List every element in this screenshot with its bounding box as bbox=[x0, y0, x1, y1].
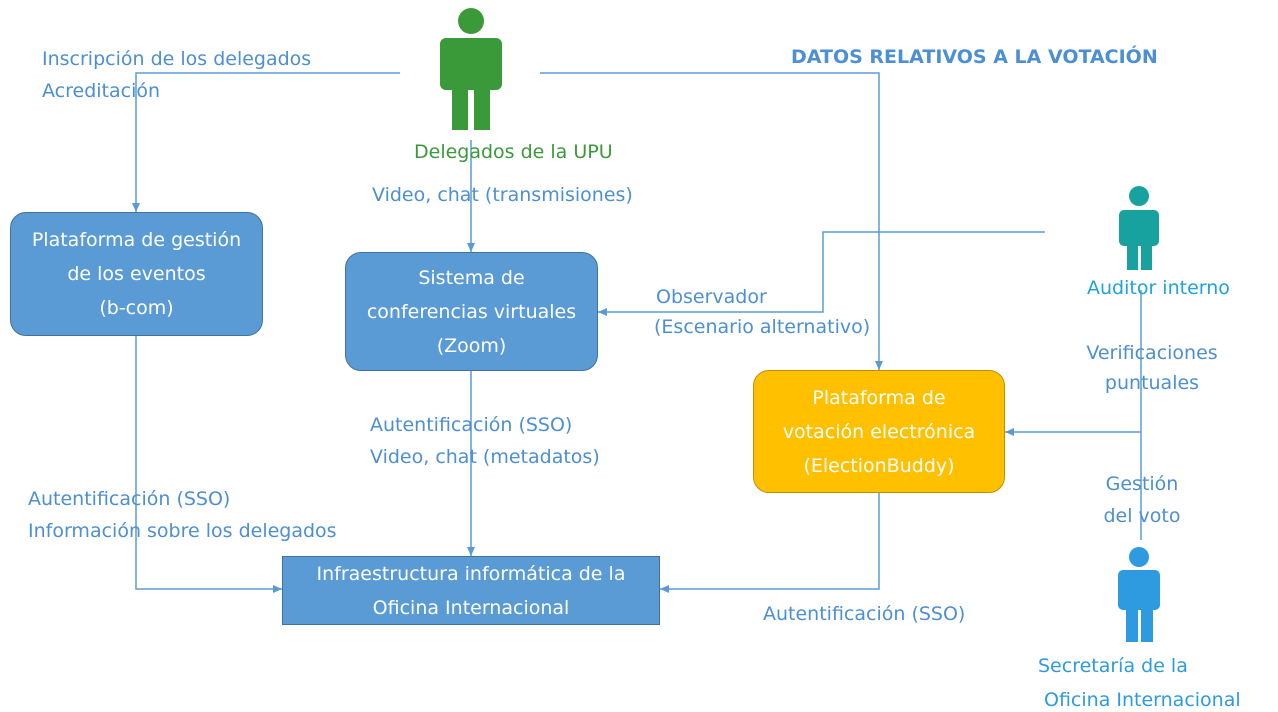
connector-bcom-infra bbox=[135, 336, 282, 593]
person-icon bbox=[440, 8, 502, 130]
box-zoom: Sistema de conferencias virtuales (Zoom) bbox=[345, 252, 598, 371]
diagram-title: DATOS RELATIVOS A LA VOTACIÓN bbox=[791, 46, 1158, 68]
actor-delegados-name: Delegados de la UPU bbox=[414, 141, 613, 163]
box-bcom-label: Plataforma de gestión de los eventos (b-… bbox=[31, 229, 242, 319]
label-auth-election: Autentificación (SSO) bbox=[763, 603, 966, 625]
actor-secretaria-name-line1: Secretaría de la bbox=[1038, 655, 1188, 677]
person-icon bbox=[1118, 547, 1160, 642]
label-auth-zoom: Autentificación (SSO) bbox=[370, 414, 573, 436]
person-icon bbox=[1119, 186, 1159, 270]
label-info-delegados: Información sobre los delegados bbox=[28, 520, 337, 542]
actor-auditor-name: Auditor interno bbox=[1087, 277, 1230, 299]
label-gestion: Gestión bbox=[1105, 473, 1179, 495]
label-del-voto: del voto bbox=[1103, 505, 1181, 527]
box-election-label: Plataforma de votación electrónica (Elec… bbox=[782, 386, 976, 477]
connector-auditor-zoom bbox=[598, 231, 1045, 316]
label-acreditacion: Acreditación bbox=[42, 80, 161, 102]
label-video-metadatos: Video, chat (metadatos) bbox=[370, 446, 600, 468]
box-election: Plataforma de votación electrónica (Elec… bbox=[753, 370, 1005, 493]
connector-delegates-election bbox=[540, 72, 883, 370]
label-video-transmisiones: Video, chat (transmisiones) bbox=[372, 184, 633, 206]
label-puntuales: puntuales bbox=[1104, 372, 1200, 394]
connector-election-infra bbox=[660, 493, 880, 593]
actor-secretaria-name-line2: Oficina Internacional bbox=[1044, 689, 1241, 711]
box-zoom-label: Sistema de conferencias virtuales (Zoom) bbox=[366, 266, 577, 357]
connector-delegates-bcom bbox=[132, 72, 400, 212]
box-infra: Infraestructura informática de la Oficin… bbox=[282, 556, 660, 625]
label-auth-bcom: Autentificación (SSO) bbox=[28, 488, 231, 510]
box-bcom: Plataforma de gestión de los eventos (b-… bbox=[10, 212, 263, 336]
box-infra-label: Infraestructura informática de la Oficin… bbox=[316, 562, 626, 619]
label-escenario: (Escenario alternativo) bbox=[654, 316, 871, 338]
label-verificaciones: Verificaciones bbox=[1086, 342, 1218, 364]
label-observador: Observador bbox=[656, 286, 767, 308]
label-inscripcion: Inscripción de los delegados bbox=[42, 48, 312, 70]
